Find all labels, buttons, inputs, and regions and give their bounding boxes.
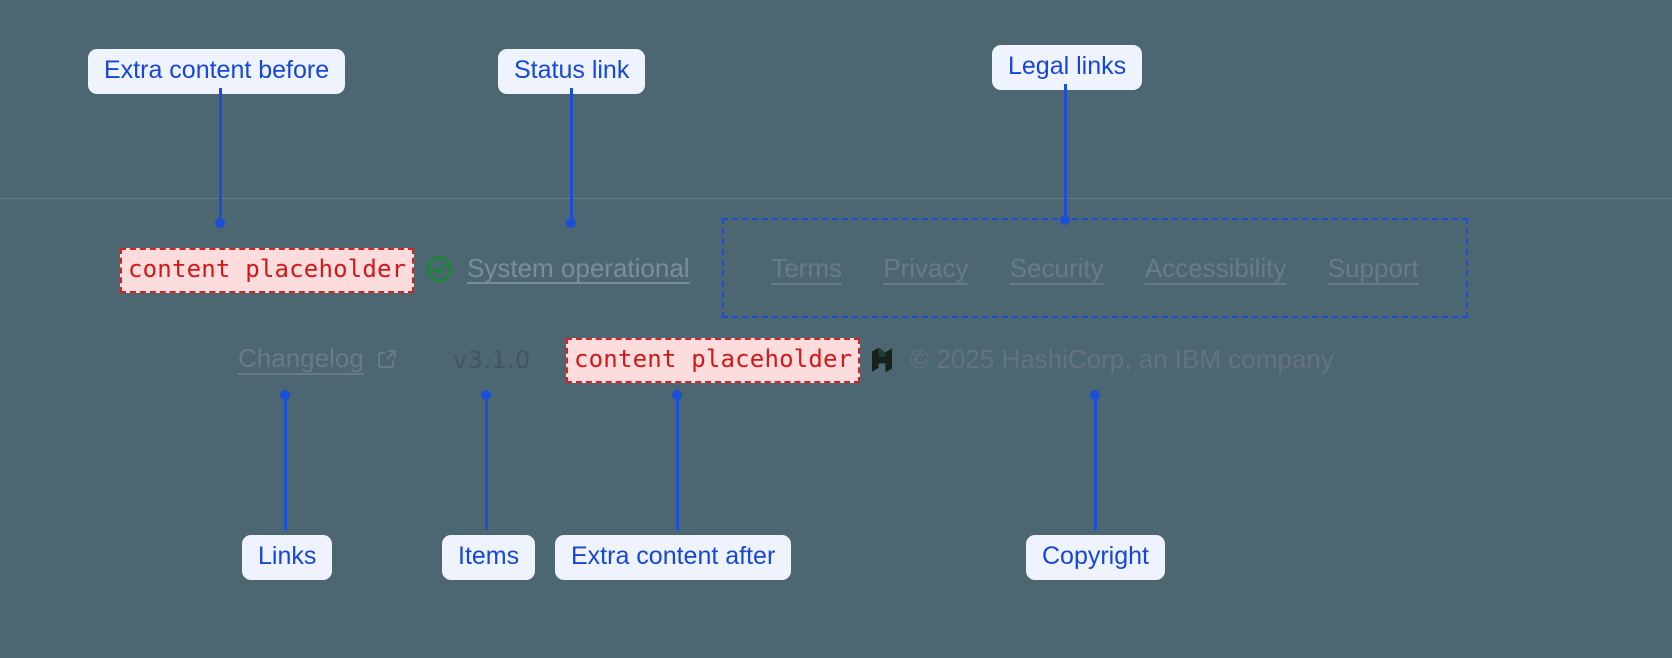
legal-links-highlight-box — [722, 218, 1468, 318]
callout-copyright: Copyright — [1026, 535, 1165, 580]
hashicorp-logo — [872, 347, 892, 372]
extra-content-before-placeholder: content placeholder — [120, 248, 415, 293]
check-circle-icon — [426, 255, 452, 282]
leader-line-extra-content-before — [219, 88, 222, 222]
legal-link-terms[interactable]: Terms — [771, 252, 842, 283]
external-link-icon — [377, 349, 396, 368]
leader-line-legal-links — [1064, 84, 1067, 218]
leader-dot-links — [280, 390, 290, 400]
leader-dot-copyright — [1090, 390, 1100, 400]
leader-dot-items — [481, 390, 491, 400]
callout-extra-content-before: Extra content before — [88, 49, 346, 94]
leader-dot-legal-links — [1060, 215, 1070, 225]
leader-dot-extra-content-after — [672, 390, 682, 400]
leader-dot-extra-content-before — [215, 218, 225, 228]
legal-link-accessibility[interactable]: Accessibility — [1144, 252, 1287, 283]
leader-line-extra-content-after — [676, 396, 679, 530]
leader-line-copyright — [1094, 396, 1097, 530]
legal-links-group: Terms Privacy Security Accessibility Sup… — [722, 218, 1468, 318]
leader-line-items — [485, 396, 488, 530]
callout-items: Items — [442, 535, 536, 580]
status-link-label: System operational — [467, 253, 690, 283]
leader-line-links — [284, 396, 287, 530]
legal-link-privacy[interactable]: Privacy — [883, 252, 969, 283]
copyright-block: © 2025 HashiCorp, an IBM company — [868, 344, 1334, 375]
changelog-label: Changelog — [238, 343, 364, 373]
changelog-link[interactable]: Changelog — [238, 343, 399, 374]
callout-links: Links — [242, 535, 333, 580]
version-label: v3.1.0 — [453, 346, 531, 374]
legal-link-security[interactable]: Security — [1009, 252, 1104, 283]
callout-extra-content-after: Extra content after — [555, 535, 792, 580]
status-link[interactable]: System operational — [424, 253, 690, 284]
leader-line-status-link — [570, 88, 573, 222]
leader-dot-status-link — [566, 218, 576, 228]
footer-top-divider — [0, 198, 1672, 200]
legal-link-support[interactable]: Support — [1327, 252, 1419, 283]
callout-status-link: Status link — [498, 49, 646, 94]
callout-legal-links: Legal links — [992, 45, 1143, 90]
extra-content-after-placeholder: content placeholder — [566, 338, 861, 383]
copyright-text: © 2025 HashiCorp, an IBM company — [910, 344, 1334, 374]
